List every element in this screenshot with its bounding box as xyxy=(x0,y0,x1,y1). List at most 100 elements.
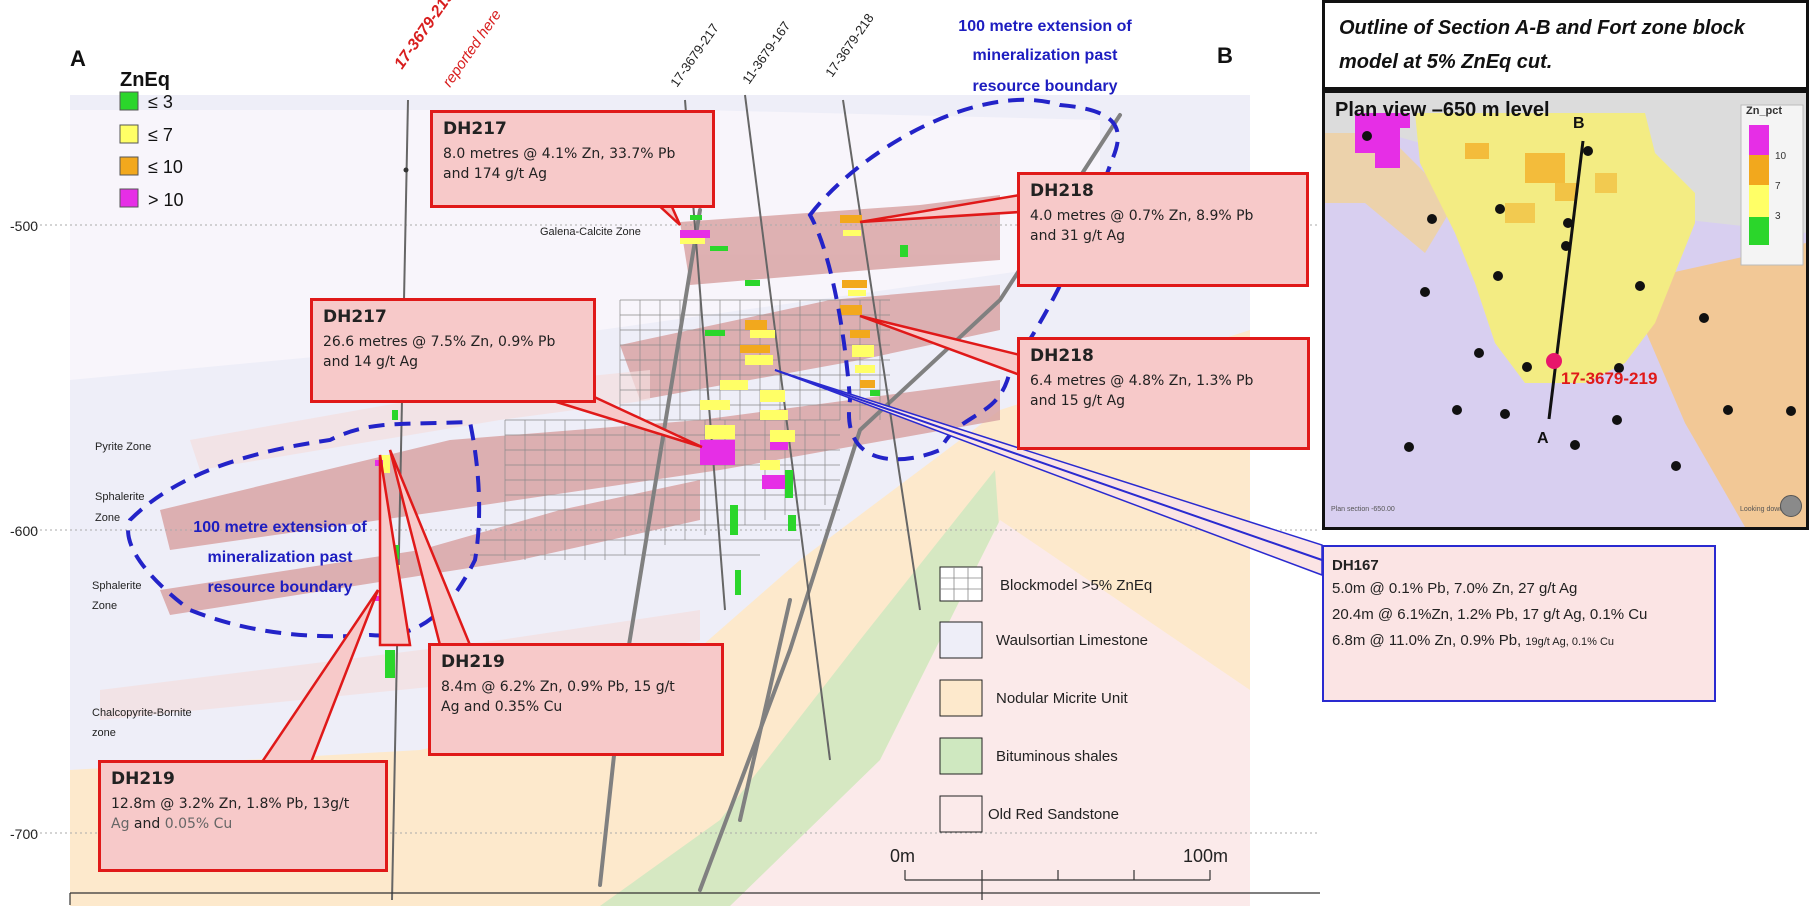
plan-footer-left: Plan section -650.00 xyxy=(1331,506,1395,513)
zneq-legend: ≤ 3 ≤ 7 ≤ 10 > 10 xyxy=(119,91,184,210)
callout-text: 4.0 metres @ 0.7% Zn, 8.9% Pb xyxy=(1030,208,1254,224)
plan-legend-magenta xyxy=(1749,125,1769,155)
callout-text: and 174 g/t Ag xyxy=(443,166,547,182)
callout-dh218-lower: DH218 6.4 metres @ 4.8% Zn, 1.3% Pb and … xyxy=(1017,337,1310,450)
plan-block-highlights xyxy=(1465,143,1617,223)
zneq-swatch-3 xyxy=(119,91,139,111)
callout-title: DH218 xyxy=(1030,346,1094,366)
plan-tan-zone xyxy=(1325,133,1455,253)
callout-text: Ag and 0.05% Cu xyxy=(111,816,233,832)
plan-legend-tick: 7 xyxy=(1775,181,1781,192)
zone-label-chalco: zone xyxy=(92,727,116,739)
callout-text: 5.0m @ 0.1% Pb, 7.0% Zn, 27 g/t Ag xyxy=(1332,580,1578,597)
plan-end-b: B xyxy=(1573,115,1585,132)
plan-view-title: Plan view –650 m level xyxy=(1335,99,1550,121)
callout-text: and 15 g/t Ag xyxy=(1030,393,1126,409)
svg-text:mineralization past: mineralization past xyxy=(208,549,354,566)
callout-title: DH217 xyxy=(323,307,387,327)
zone-label-sphalerite: Zone xyxy=(92,600,117,612)
callout-title: DH167 xyxy=(1332,557,1379,574)
legend-swatch-blockmodel xyxy=(939,566,983,602)
plan-view-map xyxy=(1325,93,1806,527)
plan-legend-orange xyxy=(1749,155,1769,185)
plan-hole-219 xyxy=(1546,353,1562,369)
plan-footer-right: Looking down xyxy=(1740,506,1784,513)
callout-dh217-lower: DH217 26.6 metres @ 7.5% Zn, 0.9% Pb and… xyxy=(310,298,596,403)
svg-text:resource boundary: resource boundary xyxy=(208,579,353,596)
legend-label: Waulsortian Limestone xyxy=(996,632,1148,649)
plan-legend-yellow xyxy=(1749,185,1769,217)
callout-dh219-left: DH219 12.8m @ 3.2% Zn, 1.8% Pb, 13g/t Ag… xyxy=(98,760,388,872)
callout-title: DH219 xyxy=(111,769,175,789)
reported-hole-label: 17-3679-219 xyxy=(391,0,457,72)
plan-section-line xyxy=(1547,140,1585,420)
extension-boundary-left xyxy=(126,419,482,639)
zneq-swatch-10 xyxy=(119,156,139,176)
plan-legend-title: Zn_pct xyxy=(1746,105,1783,117)
zone-label-sphalerite: Sphalerite xyxy=(92,580,142,592)
callout-text: 26.6 metres @ 7.5% Zn, 0.9% Pb xyxy=(323,334,556,350)
zone-label-pyrite: Pyrite Zone xyxy=(95,441,151,453)
zone-labels: Galena-Calcite Zone Pyrite Zone Sphaleri… xyxy=(92,226,641,739)
callout-text: and 31 g/t Ag xyxy=(1030,228,1126,244)
zone-label-sphalerite: Sphalerite xyxy=(95,491,145,503)
legend-label: Bituminous shales xyxy=(996,748,1118,765)
scale-start: 0m xyxy=(890,846,915,866)
zneq-label: > 10 xyxy=(148,190,184,210)
legend-swatch-sandstone xyxy=(939,795,983,833)
callout-text: 12.8m @ 3.2% Zn, 1.8% Pb, 13g/t xyxy=(111,796,350,812)
legend-label: Old Red Sandstone xyxy=(988,806,1119,823)
extension-boundary-top xyxy=(807,97,1120,462)
callout-dh167: DH167 5.0m @ 0.1% Pb, 7.0% Zn, 27 g/t Ag… xyxy=(1322,545,1716,702)
hole-label: 17-3679-217 xyxy=(667,21,722,90)
plan-orange-zone xyxy=(1625,243,1806,527)
plan-legend-green xyxy=(1749,217,1769,245)
compass-icon xyxy=(1780,495,1802,517)
plan-legend-tick: 3 xyxy=(1775,211,1781,222)
survey-point xyxy=(403,167,409,173)
legend-label: Blockmodel >5% ZnEq xyxy=(1000,577,1152,594)
unit-legend: Blockmodel >5% ZnEq Waulsortian Limeston… xyxy=(939,566,1152,833)
callout-text: 20.4m @ 6.1%Zn, 1.2% Pb, 17 g/t Ag, 0.1%… xyxy=(1332,606,1648,623)
svg-text:mineralization past: mineralization past xyxy=(973,47,1119,64)
svg-text:100 metre extension of: 100 metre extension of xyxy=(958,18,1132,35)
legend-swatch-micrite xyxy=(939,679,983,717)
section-end-a: A xyxy=(70,46,86,71)
callout-text: 8.0 metres @ 4.1% Zn, 33.7% Pb xyxy=(443,146,676,162)
callout-title: DH218 xyxy=(1030,181,1094,201)
old-red-sandstone-unit xyxy=(730,520,1250,906)
dh167-leader-line xyxy=(774,369,1323,561)
zneq-legend-title: ZnEq xyxy=(120,69,170,91)
scale-end: 100m xyxy=(1183,846,1228,866)
zone-label-sphalerite: Zone xyxy=(95,512,120,524)
plan-block-model xyxy=(1415,113,1695,383)
callout-text: and 14 g/t Ag xyxy=(323,354,419,370)
hole-label: 11-3679-167 xyxy=(739,19,793,87)
plan-magenta-blocks xyxy=(1355,113,1410,168)
plan-view-inset: Plan view –650 m level B A 17-3679-219 Z… xyxy=(1322,90,1809,530)
depth-label: -700 xyxy=(10,826,38,842)
callout-title: DH219 xyxy=(441,652,505,672)
zone-label-galena: Galena-Calcite Zone xyxy=(540,226,641,238)
plan-drill-collars xyxy=(1362,131,1796,471)
callout-dh217-upper: DH217 8.0 metres @ 4.1% Zn, 33.7% Pb and… xyxy=(430,110,715,208)
callout-text: 8.4m @ 6.2% Zn, 0.9% Pb, 15 g/t xyxy=(441,679,675,695)
zneq-label: ≤ 10 xyxy=(148,157,183,177)
extension-text-top: 100 metre extension of mineralization pa… xyxy=(958,18,1132,95)
zneq-swatch-7 xyxy=(119,124,139,144)
reported-note: reported here xyxy=(439,7,505,91)
plan-end-a: A xyxy=(1537,430,1549,447)
plan-legend-tick: 10 xyxy=(1775,151,1787,162)
zneq-label: ≤ 3 xyxy=(148,92,173,112)
zneq-swatch-gt10 xyxy=(119,188,139,208)
depth-label: -600 xyxy=(10,523,38,539)
svg-text:resource boundary: resource boundary xyxy=(973,78,1118,95)
depth-label: -500 xyxy=(10,218,38,234)
inset-heading: Outline of Section A-B and Fort zone blo… xyxy=(1322,0,1809,90)
legend-swatch-shales xyxy=(939,737,983,775)
extension-text-left: 100 metre extension of mineralization pa… xyxy=(193,519,367,596)
scale-bar xyxy=(69,870,1320,905)
callout-text: 6.8m @ 11.0% Zn, 0.9% Pb, 19g/t Ag, 0.1%… xyxy=(1332,632,1615,649)
callout-text: 6.4 metres @ 4.8% Zn, 1.3% Pb xyxy=(1030,373,1254,389)
callout-dh218-upper: DH218 4.0 metres @ 0.7% Zn, 8.9% Pb and … xyxy=(1017,172,1309,287)
